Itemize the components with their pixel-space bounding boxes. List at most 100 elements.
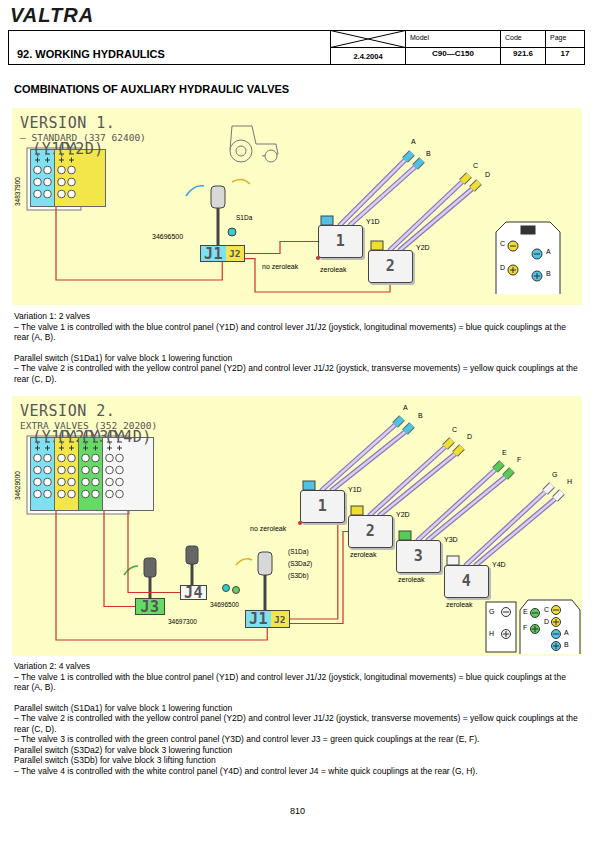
valve-block: 1 — [318, 225, 363, 258]
coupling-letter: E — [502, 449, 507, 457]
panel-body — [102, 437, 154, 511]
panel-button — [58, 466, 66, 474]
sign-mark — [35, 154, 50, 163]
panel-button — [92, 490, 100, 498]
coupling-letter: B — [426, 150, 431, 158]
solenoid-name: Y2D — [416, 244, 430, 252]
panel-button — [68, 178, 76, 186]
panel-button — [116, 466, 124, 474]
panel-button — [116, 478, 124, 486]
joystick-lever — [217, 206, 220, 245]
coupling-diagram — [532, 249, 542, 259]
solenoid — [303, 481, 315, 490]
panel-button — [58, 190, 66, 198]
panel-button — [44, 478, 52, 486]
tractor-icon — [265, 150, 277, 162]
tractor-icon — [230, 140, 252, 162]
coupling-diagram — [520, 600, 580, 654]
hydraulic-control-wire — [245, 242, 318, 254]
control-lever: J4 — [180, 585, 207, 600]
panel-button — [44, 490, 52, 498]
panel-buttons — [79, 438, 101, 510]
wire-dot — [298, 521, 302, 525]
panel-button — [34, 166, 42, 174]
valve-block: 2 — [348, 515, 393, 548]
hydraulic-hose — [340, 160, 472, 250]
switch-symbol — [223, 585, 230, 592]
panel-button — [58, 454, 66, 462]
part-number: 34696500 — [210, 601, 239, 608]
note-block: Variation 1: 2 valves– The valve 1 is co… — [14, 311, 581, 384]
control-panel: (Y2D) — [54, 140, 106, 207]
valve-block: 3 — [396, 540, 441, 573]
panel-buttons — [55, 438, 77, 510]
coupling-letter: C — [500, 240, 505, 248]
coupling-diagram — [508, 241, 518, 251]
hydraulic-hose — [322, 425, 555, 565]
hydraulic-control-wire — [56, 207, 222, 280]
coupling-diagram — [531, 609, 540, 618]
panel-buttons — [31, 438, 53, 510]
coupling-letter: C — [544, 606, 549, 614]
joystick-lever — [144, 558, 156, 577]
header-cell-text: Code — [501, 31, 545, 44]
panel-buttons — [103, 438, 125, 510]
coupling-letter: D — [500, 264, 505, 272]
coupling-diagram — [496, 222, 560, 294]
coupling-diagram — [496, 222, 560, 294]
panel-button — [34, 190, 42, 198]
solenoid-name: Y1D — [348, 486, 362, 494]
panel-button — [58, 478, 66, 486]
part-number: 34696500 — [152, 233, 183, 241]
hydraulic-hose — [322, 425, 555, 565]
valve-block: 1 — [300, 490, 345, 523]
note-text: Parallel switch (S3Db) for valve block 3… — [14, 755, 581, 766]
valve-number: 2 — [349, 516, 392, 547]
note-text: – The valve 2 is controlled with the yel… — [14, 363, 581, 384]
lever-name: J2 — [271, 611, 288, 627]
header-x-box — [331, 31, 406, 48]
page-number: 810 — [0, 806, 595, 816]
header-cell: Code921.6 — [500, 30, 546, 65]
header-date: 2.4.2004 — [331, 52, 405, 61]
coupling-diagram — [532, 613, 538, 614]
header-cell-text: Model — [406, 31, 500, 44]
joystick-lever — [211, 186, 225, 208]
tractor-icon — [230, 126, 278, 162]
quick-coupling — [405, 153, 479, 189]
note-text: – The valve 2 is controlled with the yel… — [14, 713, 581, 734]
solenoid-name: Y2D — [396, 511, 410, 519]
part-number: 34837900 — [14, 177, 21, 206]
sign-mark — [59, 442, 74, 451]
panel-button — [82, 490, 90, 498]
quick-coupling — [405, 153, 422, 167]
movement-arrow — [186, 179, 250, 196]
switch-symbol — [233, 587, 240, 594]
valve-number: 2 — [369, 251, 412, 282]
header-cell: 2.4.2004 — [330, 47, 406, 65]
coupling-diagram — [531, 625, 540, 634]
part-number: 34629000 — [14, 471, 21, 500]
panel-button — [92, 454, 100, 462]
hydraulic-hose — [322, 425, 555, 565]
movement-arrow — [124, 566, 138, 575]
note-text: – The valve 3 is controlled with the gre… — [14, 734, 581, 745]
hydraulic-hose — [340, 160, 472, 250]
valve-note: zeroleak — [446, 601, 472, 609]
quick-coupling — [405, 153, 479, 189]
switch-symbol — [228, 228, 236, 236]
panel-button — [44, 466, 52, 474]
solenoid — [321, 216, 333, 225]
coupling-letter: H — [489, 630, 494, 638]
coupling-diagram — [534, 273, 540, 279]
lever-name: J1 — [201, 246, 226, 261]
coupling-diagram — [502, 608, 511, 617]
coupling-diagram — [553, 619, 559, 625]
hydraulic-control-wire — [290, 523, 338, 619]
joystick-lever — [144, 546, 272, 610]
header-x-box — [331, 31, 406, 48]
control-panel-frame — [27, 436, 129, 514]
coupling-diagram — [552, 642, 561, 651]
coupling-letter: A — [564, 629, 569, 637]
panel-button — [44, 190, 52, 198]
